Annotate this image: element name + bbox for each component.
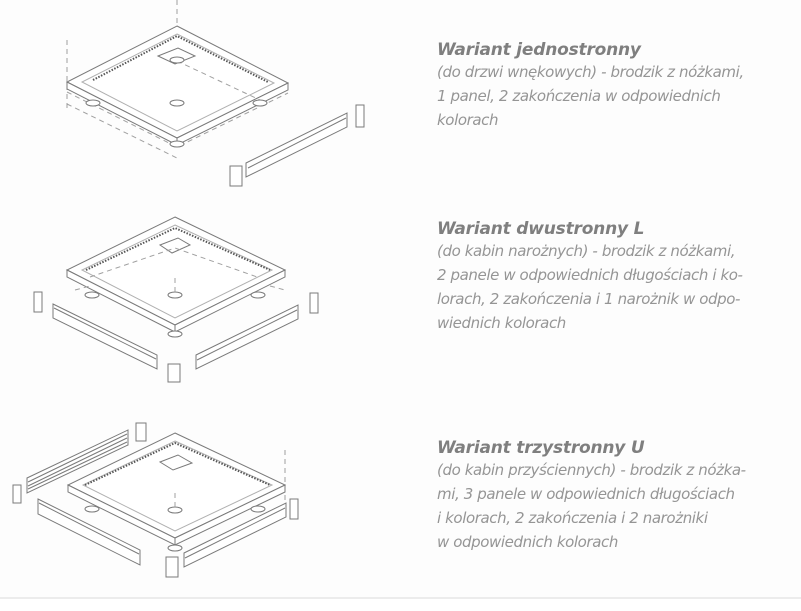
tray-one-side-panel-icon: [65, 0, 365, 187]
variant-description: (do drzwi wnękowych) - brodzik z nóżkami…: [437, 63, 744, 129]
variant-description: (do kabin przyściennych) - brodzik z nóż…: [437, 461, 746, 551]
variant-description: (do kabin narożnych) - brodzik z nóżkami…: [437, 242, 743, 332]
variant-three-sided-u-text: Wariant trzystronny U (do kabin przyście…: [437, 437, 797, 554]
page-bottom-divider: [0, 597, 801, 599]
variant-title: Wariant trzystronny U: [437, 438, 645, 458]
variant-title: Wariant jednostronny: [437, 40, 641, 60]
tray-three-side-panels-icon: [12, 422, 299, 578]
variant-one-sided-text: Wariant jednostronny (do drzwi wnękowych…: [437, 39, 797, 132]
tray-two-side-panels-icon: [33, 216, 319, 383]
variant-two-sided-l-text: Wariant dwustronny L (do kabin narożnych…: [437, 218, 797, 335]
product-variants-page: Wariant jednostronny (do drzwi wnękowych…: [12, 0, 797, 578]
variant-title: Wariant dwustronny L: [437, 219, 645, 239]
